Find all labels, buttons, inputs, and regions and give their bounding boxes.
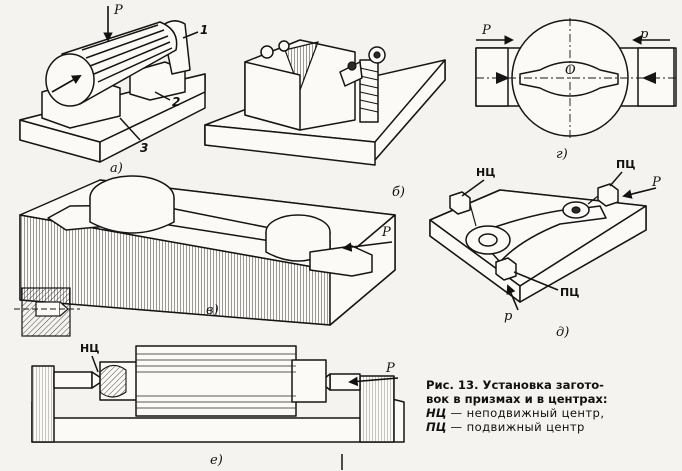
view-e-force-label: P bbox=[385, 361, 395, 376]
view-e-label: е) bbox=[210, 453, 223, 468]
view-b-clamp-post bbox=[359, 59, 379, 123]
view-g-plan: P р О г) bbox=[475, 18, 677, 162]
view-e-shaft-centers: P НЦ е) bbox=[31, 342, 405, 470]
view-b-v-block: б) bbox=[204, 39, 446, 200]
view-a-label: а) bbox=[110, 161, 123, 176]
view-b-plate-edge bbox=[204, 124, 376, 166]
caption-def-nc: — неподвижный центр, bbox=[446, 406, 605, 420]
caption-line-2: вок в призмах и в центрах: bbox=[426, 392, 608, 406]
view-b-hole-left2 bbox=[278, 40, 290, 52]
view-e-force-arrow bbox=[348, 376, 399, 387]
view-g-label: г) bbox=[556, 147, 568, 162]
view-b-block-front bbox=[244, 61, 301, 131]
view-d-force-bottom bbox=[506, 284, 519, 311]
view-v-pusher bbox=[309, 245, 373, 277]
view-v-label: в) bbox=[206, 303, 219, 318]
part-number-3: 3 bbox=[140, 141, 148, 155]
view-d-fixed-center bbox=[449, 191, 471, 215]
view-v-plate: P в) bbox=[19, 175, 396, 326]
view-e-shaft-body bbox=[135, 345, 297, 417]
view-a-cylinder-end bbox=[45, 53, 95, 107]
view-d-force-label-bottom: р bbox=[504, 309, 513, 324]
view-g-force-label-right: р bbox=[640, 27, 649, 42]
view-d-tag-pc-top: ПЦ bbox=[616, 158, 635, 171]
part-number-2: 2 bbox=[172, 95, 180, 109]
view-d-moving-center-top bbox=[597, 183, 619, 207]
caption-term-pc: ПЦ bbox=[426, 420, 447, 434]
caption-def-pc: — подвижный центр bbox=[446, 420, 585, 434]
view-e-shaft-right bbox=[291, 359, 327, 403]
view-a-cylinder-in-prisms: P 1 2 3 а) bbox=[19, 3, 208, 176]
view-a-force-arrow-end bbox=[51, 75, 82, 93]
view-e-fixed-center bbox=[53, 371, 93, 389]
view-d-force-top bbox=[622, 187, 657, 199]
view-d-moving-center-bottom bbox=[495, 257, 517, 281]
view-v-section-inset bbox=[14, 287, 80, 337]
caption-term-nc: НЦ bbox=[426, 406, 447, 420]
view-v-force-label: P bbox=[381, 225, 391, 240]
caption-line-3: НЦ — неподвижный центр, bbox=[426, 406, 682, 420]
view-d-force-label-top: P bbox=[651, 175, 661, 190]
view-d-arm bbox=[474, 205, 607, 263]
view-g-center-label: О bbox=[565, 63, 576, 78]
figure-caption: Рис. 13. Установка загото- вок в призмах… bbox=[426, 378, 682, 434]
caption-line-1: Рис. 13. Установка загото- bbox=[426, 378, 604, 392]
view-b-label: б) bbox=[392, 185, 405, 200]
view-g-force-label-left: P bbox=[481, 23, 491, 38]
view-a-force-label: P bbox=[113, 3, 123, 18]
view-b-hole-left bbox=[260, 45, 274, 59]
view-a-base-side bbox=[99, 91, 206, 163]
view-v-force-arrow bbox=[342, 241, 393, 252]
view-d-plate-side bbox=[519, 205, 647, 303]
view-d-centers: НЦ ПЦ ПЦ P р д) bbox=[429, 158, 661, 340]
view-g-workpiece bbox=[519, 61, 619, 97]
view-b-v-groove bbox=[284, 41, 319, 92]
view-d-tag-pc-bottom: ПЦ bbox=[560, 286, 579, 299]
caption-line-4: ПЦ — подвижный центр bbox=[426, 420, 682, 434]
view-d-tag-nc: НЦ bbox=[476, 166, 495, 179]
view-d-label: д) bbox=[556, 325, 569, 340]
part-number-1: 1 bbox=[200, 23, 208, 37]
view-e-tag-nc: НЦ bbox=[80, 342, 99, 355]
